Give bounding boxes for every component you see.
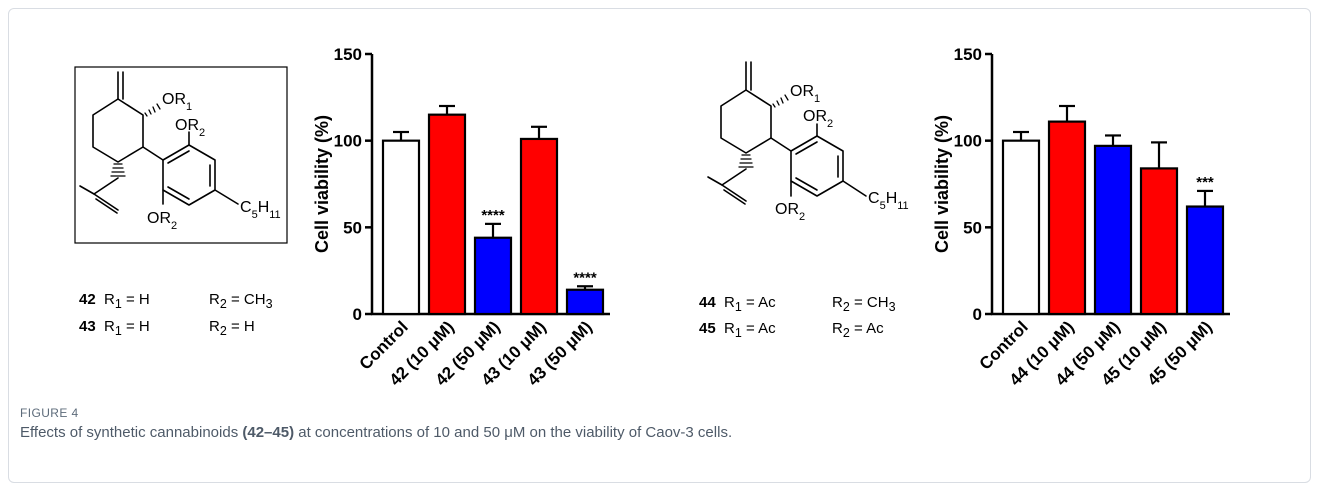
y-axis-label: Cell viability (%) (312, 115, 332, 253)
atom-or1: OR1 (790, 83, 820, 105)
significance-label: *** (1196, 174, 1214, 191)
structure-bonds (79, 71, 239, 214)
structure-42-43: OR1 OR2 OR2 C5H11 (74, 66, 288, 244)
y-tick-label: 0 (353, 305, 362, 324)
y-tick-label: 150 (954, 45, 982, 64)
bar (1185, 205, 1225, 316)
atom-or2-bottom: OR2 (147, 210, 177, 232)
atom-or2-top: OR2 (175, 117, 205, 139)
bar (1093, 144, 1133, 316)
figure-caption: Effects of synthetic cannabinoids (42–45… (20, 424, 733, 441)
structure-box (74, 66, 288, 244)
atom-c5h11: C5H11 (240, 199, 281, 221)
y-tick-label: 50 (343, 218, 362, 237)
significance-label: **** (573, 269, 597, 286)
compound-43-legend: 43 R1 = H R2 = H (79, 318, 255, 338)
y-tick-label: 100 (954, 132, 982, 151)
bar (519, 137, 559, 316)
atom-or2-bottom: OR2 (775, 201, 805, 223)
y-tick-label: 0 (973, 305, 982, 324)
atom-or2-top: OR2 (803, 108, 833, 130)
compound-44-legend: 44 R1 = Ac R2 = CH3 (699, 294, 896, 314)
structure-44-45: OR1 OR2 OR2 C5H11 (707, 61, 909, 223)
y-tick-label: 150 (334, 45, 362, 64)
atom-c5h11: C5H11 (868, 190, 909, 212)
significance-label: **** (481, 207, 505, 224)
bar (1001, 139, 1041, 316)
compound-42-legend: 42 R1 = H R2 = CH3 (79, 291, 273, 311)
figure-label: FIGURE 4 (20, 406, 79, 420)
bar (1047, 120, 1087, 316)
bar (565, 288, 605, 316)
bar (427, 113, 467, 316)
bar (381, 139, 421, 316)
y-tick-label: 100 (334, 132, 362, 151)
compound-45-legend: 45 R1 = Ac R2 = Ac (699, 320, 884, 340)
figure-frame (8, 8, 1311, 483)
y-axis-label: Cell viability (%) (932, 115, 952, 253)
y-tick-label: 50 (963, 218, 982, 237)
atom-or1: OR1 (162, 91, 192, 113)
bar (1139, 167, 1179, 316)
structure-bonds (707, 61, 867, 205)
bar (473, 236, 513, 316)
